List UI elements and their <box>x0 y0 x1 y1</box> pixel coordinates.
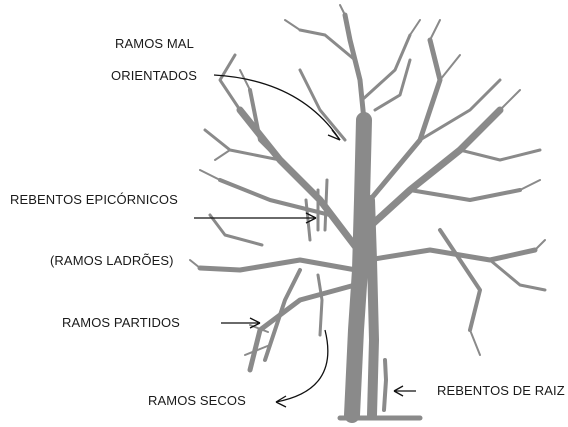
tree-limb <box>366 110 500 230</box>
label-dead: RAMOS SECOS <box>148 393 246 408</box>
dead-arrow <box>276 330 328 402</box>
label-misoriented-line2: ORIENTADOS <box>111 68 197 83</box>
label-epicormic-line2: (RAMOS LADRÕES) <box>50 253 174 268</box>
misoriented-arrow <box>214 75 340 140</box>
label-root-suckers: REBENTOS DE RAIZ <box>437 383 565 398</box>
dead-branch <box>318 275 322 335</box>
label-broken: RAMOS PARTIDOS <box>62 315 180 330</box>
label-epicormic-line1: REBENTOS EPICÓRNICOS <box>10 192 178 207</box>
root-sucker <box>384 360 386 410</box>
label-misoriented-line1: RAMOS MAL <box>115 36 194 51</box>
